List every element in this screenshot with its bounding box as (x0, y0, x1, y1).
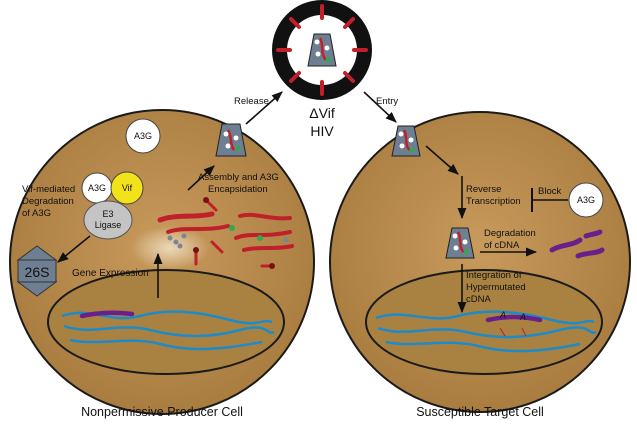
degradation-arrow (57, 235, 91, 263)
integrated-provirus (79, 310, 135, 319)
assembly-label: Assembly and A3G Encapsidation (198, 172, 281, 195)
producer-cell: Gene Expression A3G A3G Vif E3 Ligase Vi… (9, 109, 315, 419)
mutation-mark: A (519, 312, 526, 322)
entry-label: Entry (376, 96, 398, 107)
vif-degradation-label: Vif-mediated Degradation of A3G (22, 184, 78, 219)
dvif-virion: ΔVif HIV (272, 0, 372, 139)
a3g-protein (125, 118, 161, 154)
viral-protein (210, 240, 224, 254)
a3g-label: A3G (134, 131, 152, 141)
virion-name: ΔVif (309, 105, 335, 121)
host-dna-strand (63, 324, 275, 338)
viral-protein-head (203, 197, 209, 203)
gray-protein (167, 235, 173, 241)
virion-hiv: HIV (310, 123, 334, 139)
degraded-cdna (583, 229, 603, 239)
ligase-label: Ligase (95, 220, 122, 230)
target-caption: Susceptible Target Cell (416, 405, 544, 419)
e3-ligase (83, 200, 133, 240)
assembly-arrow (187, 165, 215, 191)
viral-protein-head (193, 247, 199, 253)
target-cell: A A Reverse Transcription Block A3G (329, 111, 631, 419)
gray-protein (283, 237, 289, 243)
vif-label: Vif (122, 183, 133, 193)
target-nucleus (365, 269, 603, 375)
proteasome-cap-top (16, 245, 58, 261)
host-dna-strand (69, 338, 263, 351)
viral-protein-head (269, 263, 275, 269)
mutation-mark: A (499, 310, 506, 320)
host-dna-strand (385, 340, 581, 353)
degraded-cdna (575, 247, 605, 259)
release-label: Release (234, 96, 269, 107)
viral-rna (242, 244, 294, 252)
gray-protein (181, 233, 187, 239)
proteasome-cap-bottom (16, 281, 58, 297)
proteasome-label: 26S (25, 264, 50, 280)
release-arrow (245, 91, 283, 125)
cdna-degradation-label: Degradation of cDNA (484, 228, 538, 251)
producer-caption: Nonpermissive Producer Cell (81, 405, 243, 419)
entry-arrow (363, 91, 397, 123)
assembled-capsid (215, 123, 247, 157)
viral-rna (157, 211, 215, 223)
viral-rna (238, 212, 292, 221)
hypermutation-marks: A A (499, 310, 527, 337)
host-dna-strand (375, 310, 595, 325)
integration-label: Integration of Hypermutated cDNA (466, 270, 528, 305)
viral-rna (234, 230, 292, 240)
reverse-transcription-label: Reverse Transcription (466, 184, 521, 207)
host-dna-strand (377, 326, 597, 339)
green-protein (257, 235, 263, 241)
producer-glow (130, 226, 210, 270)
complex-a3g-label: A3G (88, 183, 106, 193)
a3g-label: A3G (577, 195, 595, 205)
gray-protein (173, 239, 179, 245)
gene-expression-label: Gene Expression (72, 268, 149, 279)
entering-capsid (391, 125, 421, 157)
virion-capsid (307, 33, 337, 67)
hypermutated-provirus (485, 314, 543, 323)
block-label: Block (538, 186, 561, 197)
vif-protein (110, 171, 144, 205)
reverse-transcribing-complex (445, 227, 475, 259)
uncoating-arrow (425, 145, 459, 175)
degraded-cdna (549, 237, 583, 253)
gray-protein (177, 243, 183, 249)
e3-label: E3 (102, 209, 113, 219)
viral-rna (166, 224, 230, 234)
envelope-spikes (276, 4, 368, 96)
a3g-protein (568, 182, 604, 218)
green-protein (229, 225, 235, 231)
